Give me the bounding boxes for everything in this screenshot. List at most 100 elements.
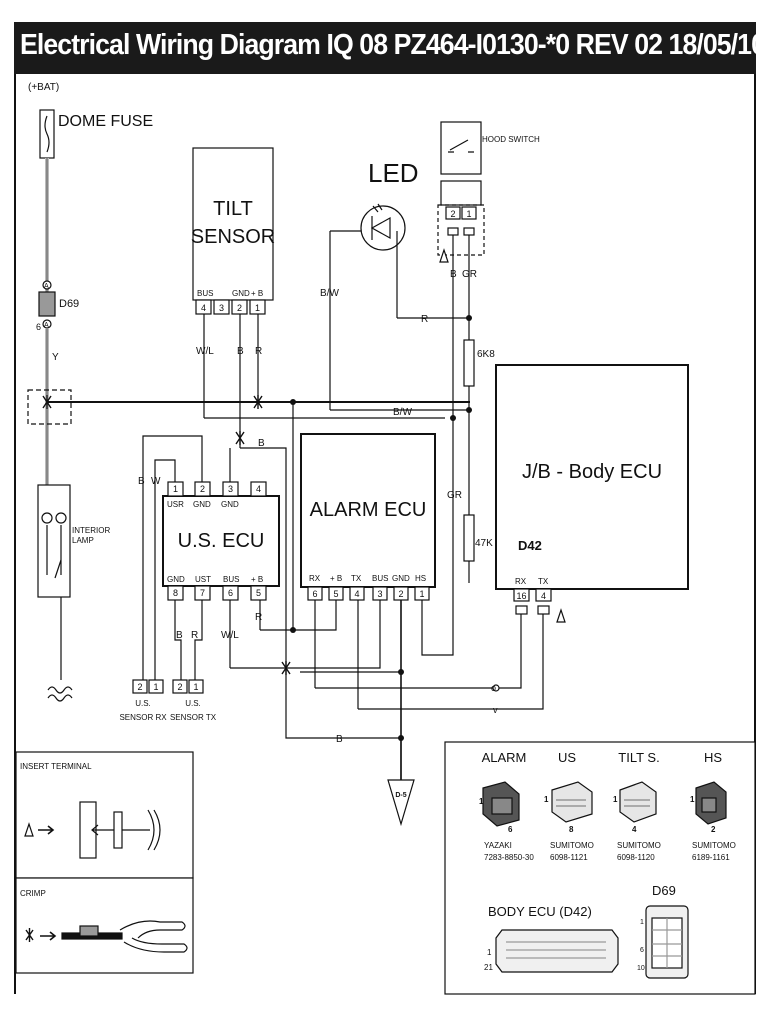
legend-crimp-label: CRIMP xyxy=(20,889,46,898)
alarm-hs-wire xyxy=(421,583,454,656)
resistor-6k8 xyxy=(463,339,475,387)
conn-alarm-name: ALARM xyxy=(482,750,527,765)
hood-pin-1 xyxy=(461,206,477,220)
alarm-ecu-box xyxy=(300,433,436,588)
us-top-pin-2: 2 xyxy=(200,484,205,494)
hood-switch-label: HOOD SWITCH xyxy=(482,135,540,144)
ground-label: D-5 xyxy=(395,792,406,799)
conn-us-part: 6098-1121 xyxy=(550,853,588,862)
tilt-pin-4: 4 xyxy=(201,303,206,313)
sensor-tx-pin-2 xyxy=(172,679,188,694)
body-ecu-rx-label: RX xyxy=(515,577,527,586)
conn-hs-pin-a: 1 xyxy=(690,795,695,804)
conn-us-pin-a: 1 xyxy=(544,795,549,804)
lamp-ground-symbol xyxy=(47,686,73,694)
us-wire-b-bottom: B xyxy=(176,630,183,641)
conn-us-name: US xyxy=(558,750,576,765)
conn-us-maker: SUMITOMO xyxy=(550,841,594,850)
us-gnd-wire xyxy=(142,435,203,680)
sensor-rx-pin-2 xyxy=(132,679,148,694)
connector-d69-icon xyxy=(645,905,689,979)
wire-v-label: v xyxy=(493,705,498,715)
conn-hs-pin-b: 2 xyxy=(711,825,716,834)
us-wire-wl-bottom: W/L xyxy=(221,630,239,641)
body-ecu-tx-label: TX xyxy=(538,577,549,586)
led-wire-bw: B/W xyxy=(320,288,339,299)
us-ecu-bottom-pins xyxy=(167,585,267,601)
resistor-47k xyxy=(463,514,475,562)
hood-switch-box xyxy=(440,121,482,175)
hood-wire-b: B xyxy=(450,269,457,280)
connector-alarm-icon xyxy=(482,781,520,827)
d69-mark-a-top xyxy=(42,280,52,290)
us-bottom-pin-5: 5 xyxy=(256,588,261,598)
conn-hs-maker: SUMITOMO xyxy=(692,841,736,850)
body-ecu-conn-pin-b: 21 xyxy=(484,963,493,972)
resistor-47k-label: 47K xyxy=(475,538,493,549)
tilt-wire-wl: W/L xyxy=(196,346,214,357)
hood-wire-gr: GR xyxy=(462,269,477,280)
hood-switch-body xyxy=(440,180,482,206)
sensor-tx-pin-1 xyxy=(188,679,204,694)
wire-b-ground-run xyxy=(240,447,401,739)
alarm-pin-label-bus: BUS xyxy=(372,574,388,583)
us-bottom-pin-6: 6 xyxy=(228,588,233,598)
tilt-pin-3: 3 xyxy=(219,303,224,313)
tilt-pin-label-plusb: + B xyxy=(251,289,263,298)
us-bottom-label-gnd: GND xyxy=(167,575,185,584)
connector-hs-icon xyxy=(695,781,727,825)
sensor-tx-label-2: SENSOR TX xyxy=(170,713,217,722)
tilt-pin-2: 2 xyxy=(237,303,242,313)
us-ecu-title: U.S. ECU xyxy=(178,530,265,552)
insert-terminal-mark-ecu xyxy=(556,608,566,623)
connector-tilt-icon xyxy=(619,781,657,823)
alarm-ecu-pins xyxy=(307,586,430,601)
conn-alarm-pin-b: 6 xyxy=(508,825,513,834)
us-bottom-label-plusb: + B xyxy=(251,575,263,584)
d69-conn-label: D69 xyxy=(652,883,676,898)
led-wire-r: R xyxy=(421,314,428,325)
wire-b-label-ground: B xyxy=(336,734,343,745)
sensor-tx-label-1: U.S. xyxy=(185,699,201,708)
wire-o-rx xyxy=(315,614,522,689)
body-ecu-pin-4-text: 4 xyxy=(541,591,546,601)
crimp-illustration xyxy=(25,920,188,953)
led-symbol xyxy=(360,203,406,251)
d69-conn-pin-1: 1 xyxy=(640,919,644,926)
body-ecu-code: D42 xyxy=(518,538,542,553)
wire-y-label: Y xyxy=(52,352,59,363)
wire-o-label: o xyxy=(491,683,496,693)
wire-bw-label: B/W xyxy=(393,407,412,418)
hood-switch-connector-outline xyxy=(437,204,485,256)
us-ecu-top-pins xyxy=(167,481,267,497)
conn-hs-part: 6189-1161 xyxy=(692,853,730,862)
insert-terminal-mark-hood xyxy=(439,248,449,263)
interior-lamp-label-2: LAMP xyxy=(72,536,94,545)
connector-us-icon xyxy=(551,781,593,823)
wire-r-label-us: R xyxy=(255,612,262,623)
conn-tilt-name: TILT S. xyxy=(618,750,659,765)
d69-mark-a-top-text: A xyxy=(44,283,49,290)
conn-tilt-part: 6098-1120 xyxy=(617,853,655,862)
splice-box xyxy=(27,389,72,425)
sensor-rx-pin-1 xyxy=(148,679,164,694)
lamp-ground-symbol-2 xyxy=(47,694,73,702)
body-ecu-pin-16 xyxy=(513,588,530,602)
us-left-wire-b: B xyxy=(138,476,145,487)
us-usr-wire xyxy=(154,459,176,680)
interior-lamp xyxy=(37,484,71,598)
alarm-pin-3: 3 xyxy=(377,589,382,599)
conn-alarm-pin-a: 1 xyxy=(479,797,484,806)
body-ecu-box xyxy=(495,364,689,590)
wire-v-tx xyxy=(358,614,544,710)
body-ecu-conn-label: BODY ECU (D42) xyxy=(488,904,592,919)
ground-symbol xyxy=(387,779,415,827)
us-bottom-pin-7: 7 xyxy=(200,588,205,598)
body-ecu-conn-pin-a: 1 xyxy=(487,948,492,957)
legend-insert-box xyxy=(15,751,194,879)
us-left-wire-w: W xyxy=(151,476,161,487)
alarm-pin-label-plusb: + B xyxy=(330,574,342,583)
tilt-pin-label-bus: BUS xyxy=(197,289,213,298)
body-ecu-title: J/B - Body ECU xyxy=(522,461,662,483)
